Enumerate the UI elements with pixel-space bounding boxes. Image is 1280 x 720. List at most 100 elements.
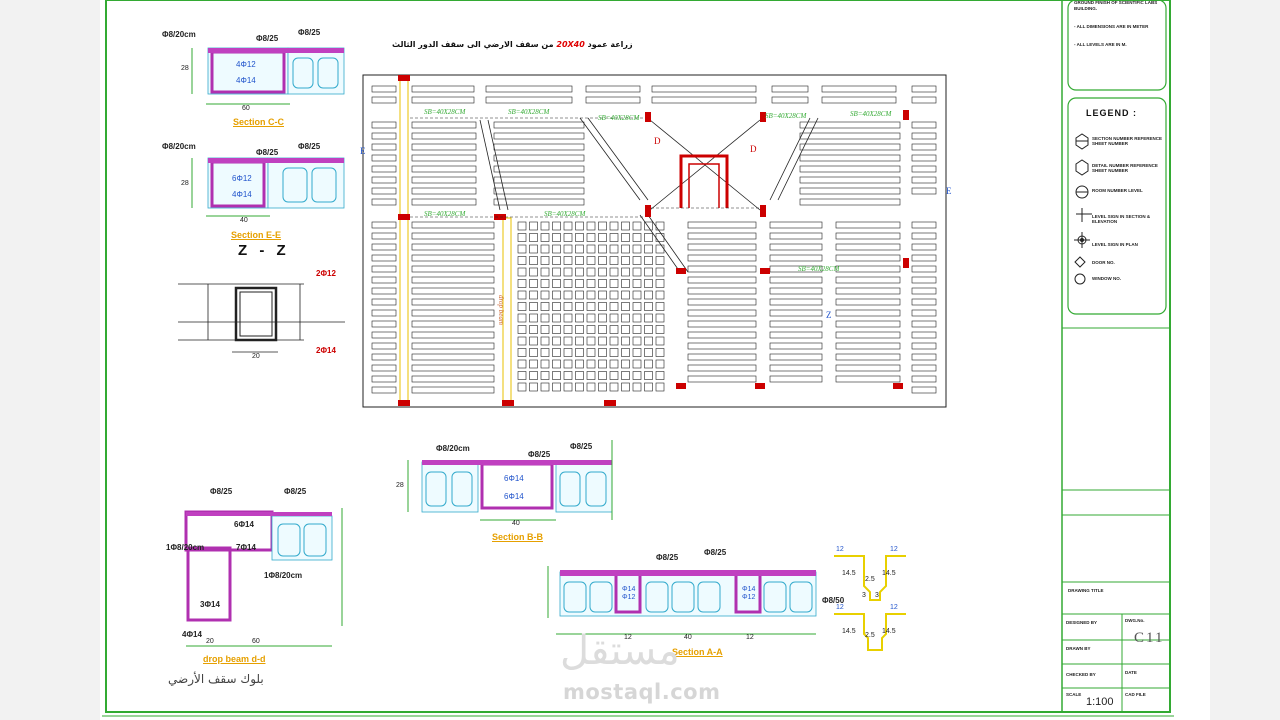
waffle-cell [644, 313, 653, 323]
waffle-cell [598, 359, 607, 369]
cc-bars-top: 4Φ12 [236, 60, 256, 69]
waffle-cell [586, 371, 596, 380]
waffle-cell [586, 279, 596, 288]
waffle-cell [632, 382, 642, 392]
waffle-cell [575, 371, 584, 380]
rib-strip [411, 364, 495, 372]
waffle-cell [609, 336, 619, 346]
designed-by-label: DESIGNED BY [1066, 620, 1098, 625]
rib-bottom-2: 3 [875, 592, 879, 599]
rib-strip [411, 287, 495, 295]
rib-strip [493, 198, 585, 206]
section-cc-title: Section C-C [233, 117, 285, 127]
waffle-cell [621, 302, 630, 311]
waffle-cell [598, 233, 607, 242]
waffle-cell [517, 313, 527, 323]
waffle-cell [598, 336, 607, 346]
waffle-cell [540, 279, 550, 288]
dd-w1: 20 [206, 638, 214, 645]
legend-item-level-plan: LEVEL SIGN IN PLAN [1092, 242, 1138, 247]
rib-strip [911, 154, 937, 162]
rib-strip [371, 276, 397, 284]
ee-height: 28 [181, 180, 189, 187]
cc-height: 28 [181, 65, 189, 72]
aa-side: Φ8/50 [822, 596, 845, 605]
waffle-cell [609, 267, 619, 277]
waffle-cell [586, 302, 596, 311]
waffle-cell [529, 233, 538, 242]
rib-strip [411, 232, 495, 240]
waffle-cell [540, 221, 550, 231]
section-dd-title: drop beam d-d [203, 654, 266, 664]
rib-strip [835, 254, 901, 262]
waffle-cell [586, 221, 596, 231]
waffle-cell [552, 371, 561, 380]
rib-strip [769, 243, 823, 251]
section-aa-title: Section A-A [672, 647, 723, 657]
rib-top-left: 12 [836, 546, 844, 553]
rib-strip [371, 265, 397, 273]
rib-strip [911, 265, 937, 273]
rib-strip [371, 353, 397, 361]
rib-strip [687, 375, 757, 383]
waffle-cell [609, 302, 619, 311]
waffle-cell [529, 279, 538, 288]
rib-strip [911, 165, 937, 173]
waffle-cell [598, 302, 607, 311]
rib-strip [911, 375, 937, 383]
rib-strip [411, 254, 495, 262]
rib-strip [411, 187, 477, 195]
dd-bar-c: 3Φ14 [200, 600, 220, 609]
waffle-cell [563, 221, 573, 231]
waffle-cell [632, 325, 642, 334]
aa-rib-left: Φ14 [622, 586, 636, 593]
waffle-cell [655, 382, 665, 392]
plan-mark-z: Z [826, 310, 832, 320]
waffle-cell [575, 302, 584, 311]
waffle-cell [632, 336, 642, 346]
waffle-cell [621, 359, 630, 369]
waffle-cell [621, 382, 630, 392]
rib-strip [371, 85, 397, 93]
waffle-cell [517, 371, 527, 380]
rib-strip [911, 353, 937, 361]
project-title: GROUND FINISH OF SCIENTIFIC LABS BUILDIN… [1074, 0, 1158, 11]
waffle-cell [598, 221, 607, 231]
rib-strip [799, 176, 901, 184]
rib-strip [411, 176, 477, 184]
waffle-cell [563, 336, 573, 346]
waffle-cell [517, 348, 527, 357]
waffle-cell [540, 267, 550, 277]
waffle-cell [644, 267, 653, 277]
waffle-cell [575, 348, 584, 357]
waffle-cell [563, 233, 573, 242]
waffle-cell [552, 256, 561, 265]
rib-strip [493, 143, 585, 151]
bb-right: Φ8/25 [570, 442, 593, 451]
plan-drop-beam: drop beam [496, 295, 505, 325]
rib-strip [411, 375, 495, 383]
aa-rib-left-2: Φ12 [622, 594, 636, 601]
waffle-cell [586, 325, 596, 334]
rib-strip [911, 176, 937, 184]
waffle-cell [621, 279, 630, 288]
waffle-cell [644, 359, 653, 369]
rib-strip [687, 342, 757, 350]
drawn-by-label: DRAWN BY [1066, 646, 1091, 651]
rib-strip [769, 331, 823, 339]
waffle-cell [529, 244, 538, 254]
rib-strip [911, 132, 937, 140]
plan-sb-4: SB=40X28CM [765, 112, 807, 120]
rib-strip [687, 221, 757, 229]
waffle-cell [517, 256, 527, 265]
plan-mark-e-left: E [360, 146, 366, 156]
ee-bars-bot: 4Φ14 [232, 190, 252, 199]
rib-strip [769, 353, 823, 361]
waffle-cell [655, 348, 665, 357]
rib-strip [911, 320, 937, 328]
waffle-cell [598, 256, 607, 265]
rib-strip [687, 265, 757, 273]
rib-strip [411, 386, 495, 394]
waffle-cell [540, 325, 550, 334]
waffle-cell [563, 302, 573, 311]
